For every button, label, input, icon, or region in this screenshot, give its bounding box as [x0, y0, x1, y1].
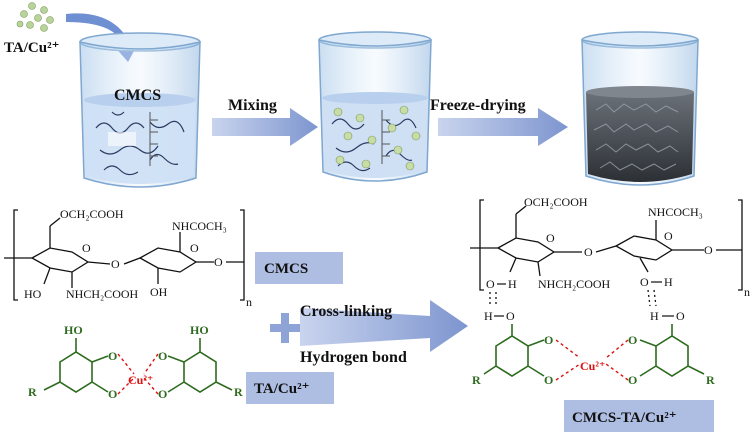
cmcs-och2cooh: OCH₂COOH — [60, 207, 124, 221]
hydrogen-bond-dashes — [489, 289, 657, 307]
beaker-cmcs-label: CMCS — [114, 87, 161, 104]
ta-cu-coordination — [117, 353, 159, 395]
product-r-right: R — [706, 373, 715, 387]
product-o-h-right-o: O — [640, 275, 649, 289]
ta-cu-top-label: TA/Cu²⁺ — [4, 40, 59, 56]
cmcs-oh: OH — [150, 285, 168, 299]
cmcs-label-box — [255, 252, 343, 284]
ta-cu-box-label: TA/Cu²⁺ — [254, 381, 309, 397]
beaker-mixed — [318, 31, 432, 182]
product-coordination — [555, 339, 629, 381]
product-o-h-right-h: H — [664, 275, 673, 289]
product-o-ring1: O — [546, 231, 555, 245]
cmcs-ho: HO — [24, 287, 42, 301]
ta-ho-left: HO — [64, 323, 83, 337]
beaker-cmcs — [79, 32, 201, 188]
product-ta-o-left: O — [506, 309, 515, 323]
product-o-g3: O — [628, 333, 637, 347]
cross-linking-arrow — [300, 300, 468, 352]
ta-o-1: O — [108, 349, 117, 363]
product-ta-o-right: O — [676, 309, 685, 323]
product-nhcoch3: NHCOCH₃ — [648, 205, 703, 219]
ta-cu-structure — [43, 338, 233, 393]
product-cu-ion: Cu²⁺ — [580, 359, 605, 373]
product-och2cooh: OCH₂COOH — [524, 195, 588, 209]
ta-o-2: O — [108, 387, 117, 401]
cmcs-nhcoch3: NHCOCH₃ — [172, 219, 227, 233]
product-cmcs-backbone — [470, 199, 743, 291]
cmcs-structure — [4, 209, 245, 301]
product-o-ring2: O — [664, 229, 673, 243]
ta-r-left: R — [28, 385, 37, 399]
product-o-h-left-o: O — [486, 277, 495, 291]
product-o-h-left-h: H — [508, 277, 517, 291]
product-n: n — [744, 285, 750, 299]
cmcs-o-ring1: O — [82, 241, 91, 255]
ta-o-3: O — [158, 349, 167, 363]
product-label-box — [564, 400, 714, 432]
product-nhch2cooh: NHCH₂COOH — [538, 277, 611, 291]
ta-r-right: R — [234, 385, 243, 399]
product-box-label: CMCS-TA/Cu²⁺ — [572, 410, 677, 426]
ta-cu-particles — [16, 2, 54, 32]
beaker-dried — [581, 31, 699, 186]
cmcs-box-label: CMCS — [264, 261, 308, 277]
cross-linking-label: Cross-linking — [300, 303, 392, 320]
product-o-g4: O — [628, 373, 637, 387]
product-o-end: O — [704, 243, 713, 257]
product-ta-h-right: H — [650, 309, 659, 323]
cmcs-nhch2cooh: NHCH₂COOH — [66, 287, 139, 301]
product-ta-h-left: H — [484, 309, 493, 323]
plus-icon — [270, 313, 300, 343]
freeze-drying-arrow — [438, 108, 568, 146]
product-tannin — [483, 324, 705, 377]
product-o-g1: O — [544, 333, 553, 347]
cmcs-o-link: O — [111, 257, 120, 271]
ta-ho-right: HO — [190, 323, 209, 337]
ta-o-4: O — [158, 387, 167, 401]
product-o-link: O — [584, 245, 593, 259]
ta-cu-ion: Cu²⁺ — [128, 373, 153, 387]
cmcs-o-ring2: O — [190, 241, 199, 255]
cmcs-o-end: O — [214, 255, 223, 269]
product-o-g2: O — [544, 373, 553, 387]
product-r-left: R — [472, 373, 481, 387]
cmcs-n: n — [246, 295, 252, 309]
freeze-drying-label: Freeze-drying — [430, 97, 526, 114]
mixing-label: Mixing — [228, 97, 277, 114]
ta-cu-label-box — [246, 372, 334, 404]
hydrogen-bond-label: Hydrogen bond — [300, 349, 407, 366]
mixing-arrow — [212, 108, 318, 146]
